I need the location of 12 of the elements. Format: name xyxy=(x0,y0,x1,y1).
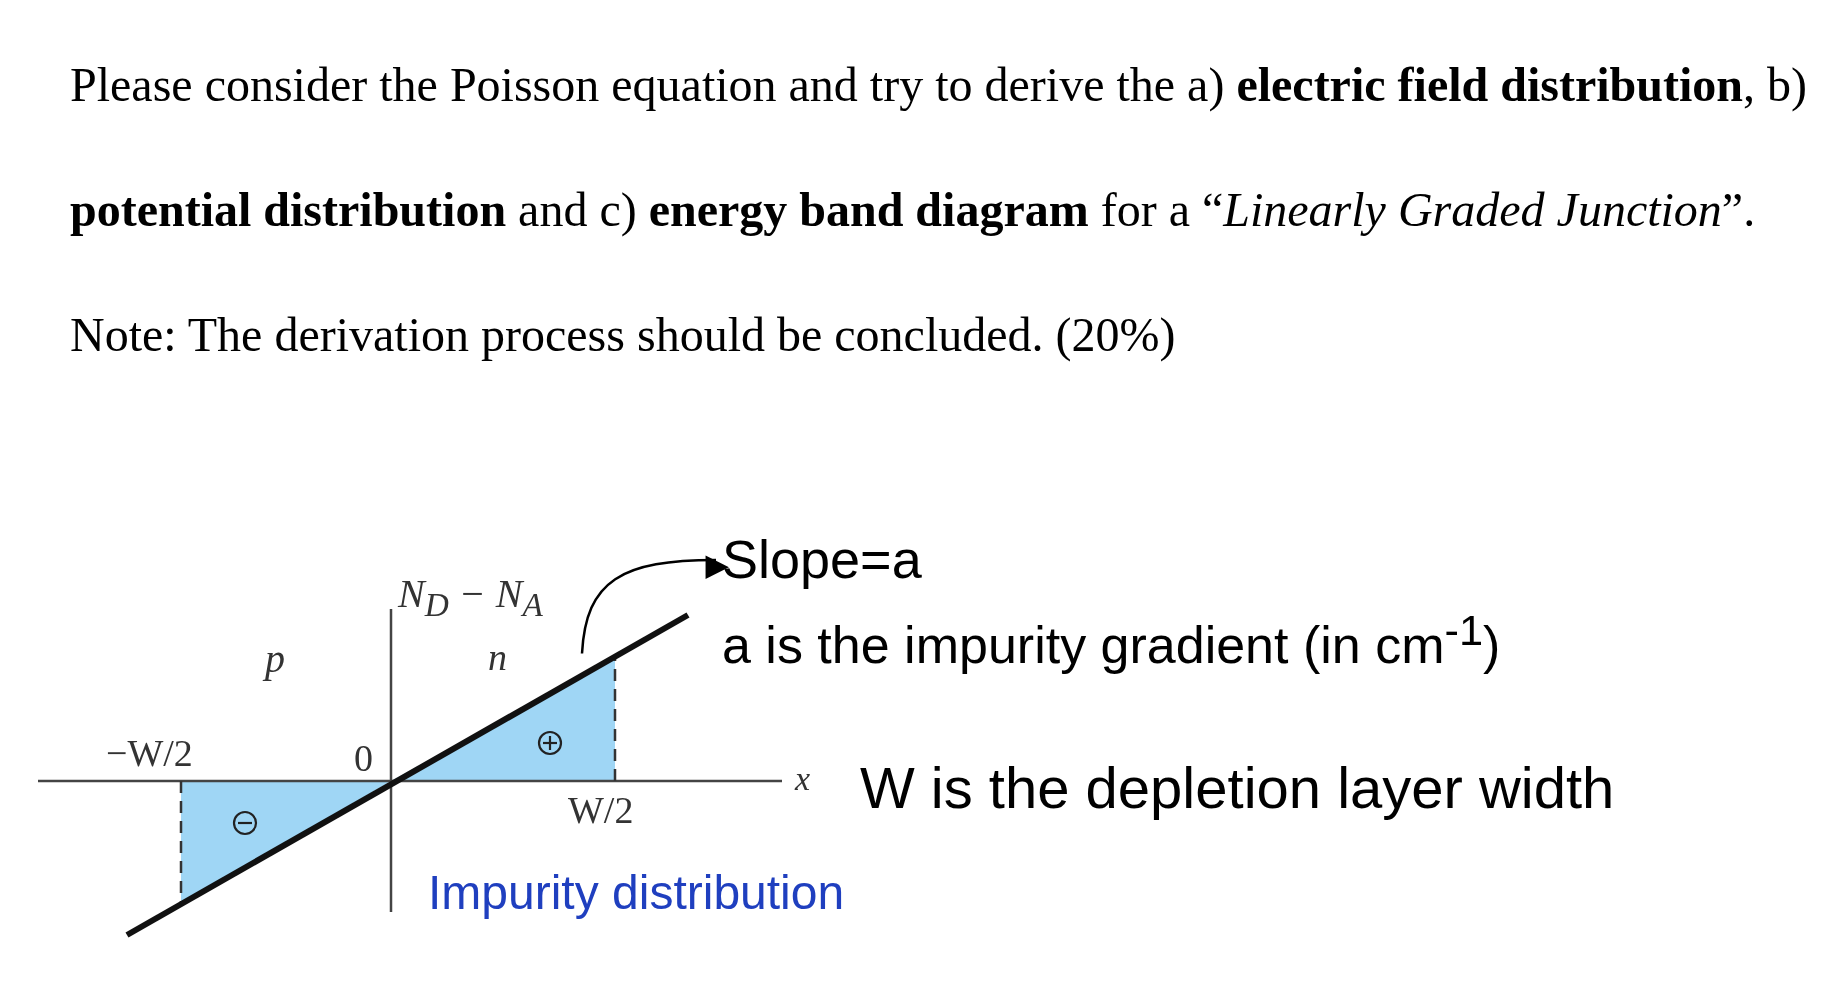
annotation-text: W is the depletion layer width xyxy=(860,755,1615,822)
annotation-text: Slope=a xyxy=(722,528,922,591)
tick-label: 0 xyxy=(354,738,373,780)
tick-label: −W/2 xyxy=(106,733,193,775)
tick-label: W/2 xyxy=(568,790,634,832)
annotation-text: a is the impurity gradient (in cm$^{-1}$) xyxy=(722,606,1501,677)
region-label: n xyxy=(488,637,507,679)
axis-label: N$_{D}$ − N$_{A}$ xyxy=(398,572,543,624)
leader-arrow xyxy=(580,555,730,654)
axis-label: x xyxy=(795,760,811,798)
question-text: Please consider the Poisson equation and try to derive the a) electric field distribution, b) potential distribution and c) energy band diagram for a “Linearly Graded Junction”. Note: The derivation process should be concluded. (20%) xyxy=(70,57,1808,364)
caption-text: Impurity distribution xyxy=(428,865,845,921)
